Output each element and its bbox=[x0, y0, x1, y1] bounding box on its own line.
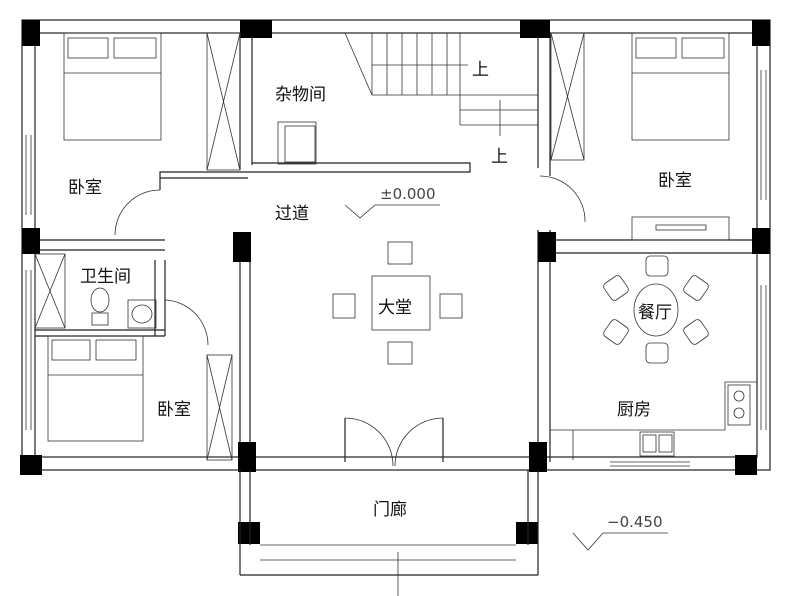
room-label-bedroom: 卧室 bbox=[68, 178, 102, 198]
bed bbox=[47, 335, 144, 442]
bed bbox=[631, 32, 730, 141]
room-label-storage: 杂物间 bbox=[275, 85, 326, 105]
elevation-marker-porch: −0.450 bbox=[572, 513, 668, 551]
room-label-hall: 大堂 bbox=[378, 298, 412, 318]
room-label-kitchen: 厨房 bbox=[617, 400, 651, 420]
kitchen-fixtures bbox=[639, 384, 751, 457]
interior-walls bbox=[35, 33, 757, 462]
wardrobes bbox=[206, 32, 585, 171]
staircase[interactable] bbox=[344, 32, 538, 136]
stair-up-label: 上 bbox=[472, 60, 489, 80]
entrance-door[interactable] bbox=[344, 417, 444, 467]
elevation-porch-text: −0.450 bbox=[607, 513, 663, 531]
tv-cabinet bbox=[631, 216, 730, 241]
elevation-floor-text: ±0.000 bbox=[380, 185, 436, 203]
room-label-bedroom: 卧室 bbox=[157, 400, 191, 420]
columns bbox=[20, 20, 770, 544]
porch-outline bbox=[239, 470, 539, 596]
room-label-bedroom: 卧室 bbox=[658, 171, 692, 191]
room-label-bathroom: 卫生间 bbox=[80, 267, 131, 287]
room-label-porch: 门廊 bbox=[373, 500, 407, 520]
room-label-corridor: 过道 bbox=[275, 204, 309, 224]
dining-table bbox=[603, 255, 709, 364]
hall-furniture bbox=[332, 241, 463, 365]
stair-up-label: 上 bbox=[491, 147, 508, 167]
elevation-marker-floor: ±0.000 bbox=[344, 185, 440, 219]
bathroom-fixtures bbox=[34, 253, 157, 329]
bed bbox=[63, 32, 162, 141]
outer-walls bbox=[21, 19, 771, 471]
doors bbox=[114, 175, 586, 461]
washing-machine bbox=[277, 121, 317, 165]
room-label-dining: 餐厅 bbox=[638, 303, 672, 323]
